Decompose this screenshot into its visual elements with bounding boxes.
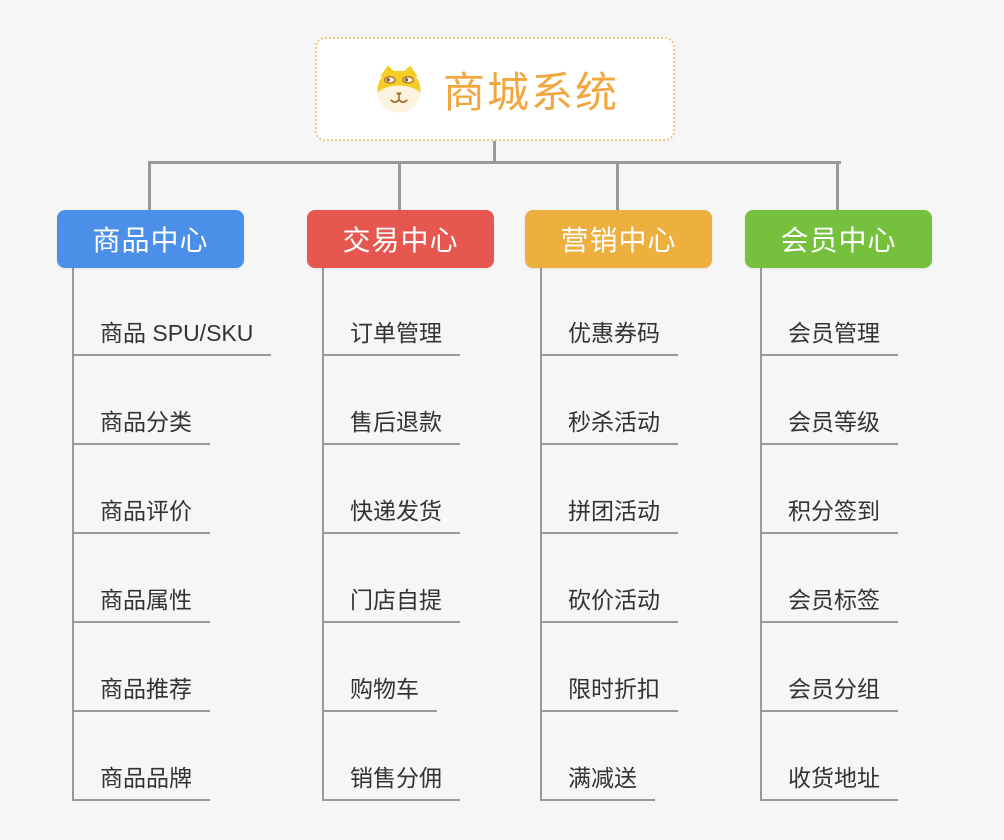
node-goods-category[interactable]: 商品分类 (72, 403, 210, 445)
node-flash-sale[interactable]: 秒杀活动 (540, 403, 678, 445)
branch-member: 会员中心 会员管理 会员等级 积分签到 会员标签 会员分组 收货地址 (745, 210, 995, 820)
node-member-group[interactable]: 会员分组 (760, 670, 898, 712)
drop-line-goods (148, 161, 151, 210)
branch-header-goods[interactable]: 商品中心 (57, 210, 244, 268)
node-time-discount[interactable]: 限时折扣 (540, 670, 678, 712)
branch-trade: 交易中心 订单管理 售后退款 快递发货 门店自提 购物车 销售分佣 (307, 210, 557, 820)
node-goods-brand[interactable]: 商品品牌 (72, 759, 210, 801)
branch-line-marketing (540, 268, 542, 801)
node-points-checkin[interactable]: 积分签到 (760, 492, 898, 534)
branch-marketing: 营销中心 优惠券码 秒杀活动 拼团活动 砍价活动 限时折扣 满减送 (525, 210, 775, 820)
node-cart[interactable]: 购物车 (322, 670, 437, 712)
node-member-manage[interactable]: 会员管理 (760, 314, 898, 356)
node-after-sale[interactable]: 售后退款 (322, 403, 460, 445)
node-coupon[interactable]: 优惠券码 (540, 314, 678, 356)
node-full-reduction[interactable]: 满减送 (540, 759, 655, 801)
node-sales-commission[interactable]: 销售分佣 (322, 759, 460, 801)
branch-header-marketing[interactable]: 营销中心 (525, 210, 712, 268)
root-node-title: 商城系统 (442, 68, 619, 116)
node-order-manage[interactable]: 订单管理 (322, 314, 460, 356)
root-stem-line (493, 141, 496, 164)
root-node-mall-system[interactable]: 商城系统 (315, 37, 675, 141)
drop-line-marketing (616, 161, 619, 210)
node-goods-review[interactable]: 商品评价 (72, 492, 210, 534)
branch-goods: 商品中心 商品 SPU/SKU 商品分类 商品评价 商品属性 商品推荐 商品品牌 (57, 210, 307, 820)
node-group-buy[interactable]: 拼团活动 (540, 492, 678, 534)
node-bargain[interactable]: 砍价活动 (540, 581, 678, 623)
drop-line-member (836, 161, 839, 210)
drop-line-trade (398, 161, 401, 210)
branch-line-member (760, 268, 762, 801)
branch-line-goods (72, 268, 74, 801)
node-store-pickup[interactable]: 门店自提 (322, 581, 460, 623)
node-goods-attribute[interactable]: 商品属性 (72, 581, 210, 623)
node-member-tag[interactable]: 会员标签 (760, 581, 898, 623)
node-goods-recommend[interactable]: 商品推荐 (72, 670, 210, 712)
branch-line-trade (322, 268, 324, 801)
node-member-level[interactable]: 会员等级 (760, 403, 898, 445)
branch-header-trade[interactable]: 交易中心 (307, 210, 494, 268)
node-express-ship[interactable]: 快递发货 (322, 492, 460, 534)
trunk-horizontal-line (149, 161, 841, 164)
node-shipping-address[interactable]: 收货地址 (760, 759, 898, 801)
node-goods-spu-sku[interactable]: 商品 SPU/SKU (72, 314, 272, 356)
shiba-dog-icon (377, 65, 421, 113)
branch-header-member[interactable]: 会员中心 (745, 210, 932, 268)
